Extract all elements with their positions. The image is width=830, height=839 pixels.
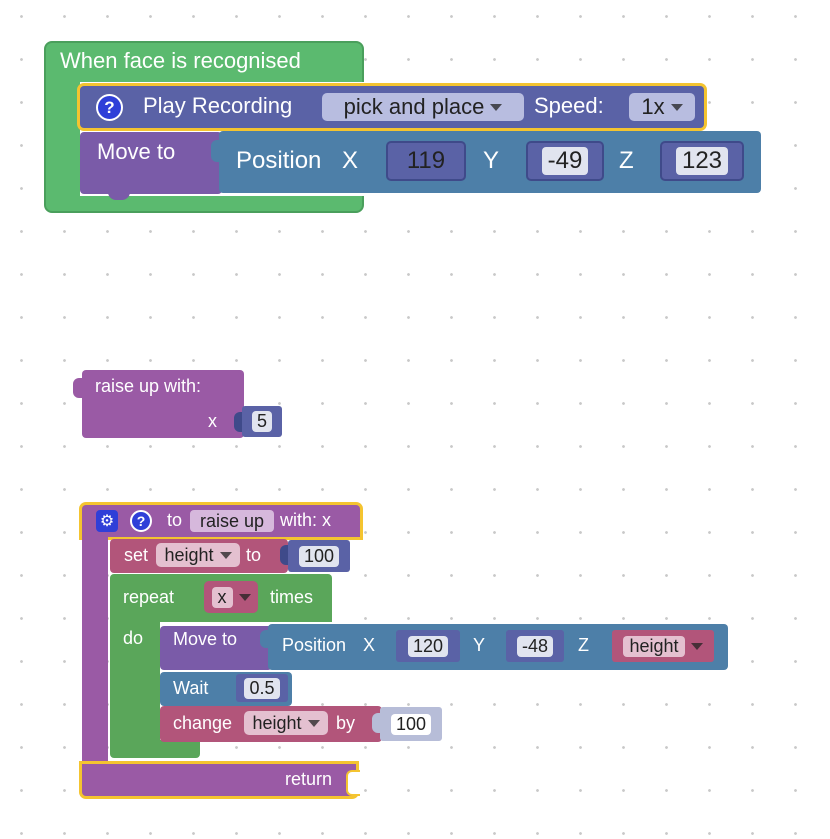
set-value-connector: [280, 545, 290, 565]
z-label: Z: [619, 147, 634, 174]
help-icon[interactable]: ?: [96, 94, 123, 121]
times-label: times: [270, 587, 314, 607]
raise-up-call-label: raise up with:: [95, 376, 202, 396]
do-label: do: [123, 628, 144, 648]
inner-x-value: 120: [407, 635, 449, 657]
function-name-input[interactable]: raise up: [190, 510, 274, 532]
set-value: 100: [298, 545, 340, 567]
inner-z-value: height: [623, 635, 685, 657]
arg-connector: [234, 412, 244, 432]
position-label: Position: [236, 147, 322, 174]
repeat-var-value: x: [211, 586, 233, 608]
x-label: X: [342, 147, 359, 174]
to-label: to: [167, 510, 183, 530]
y-input[interactable]: -49: [526, 141, 604, 181]
inner-y-input[interactable]: -48: [506, 630, 564, 662]
wait-label: Wait: [173, 678, 209, 698]
inner-position-label: Position: [282, 635, 347, 655]
speed-dropdown[interactable]: 1x: [629, 93, 695, 121]
change-value-input[interactable]: 100: [380, 707, 442, 741]
change-variable-dropdown[interactable]: height: [244, 711, 328, 735]
by-label: by: [336, 713, 356, 733]
inner-x-input[interactable]: 120: [396, 630, 460, 662]
inner-z-label: Z: [578, 635, 589, 655]
with-label: with: x: [280, 510, 332, 530]
raise-up-arg-input[interactable]: 5: [242, 406, 282, 437]
x-input[interactable]: 119: [386, 141, 466, 181]
raise-up-arg-label: x: [208, 411, 217, 431]
help-icon[interactable]: ?: [130, 510, 152, 532]
wait-input[interactable]: 0.5: [236, 674, 288, 702]
gear-icon[interactable]: ⚙: [96, 510, 118, 532]
change-label: change: [173, 713, 233, 733]
wait-value: 0.5: [244, 677, 280, 699]
move-to-label: Move to: [97, 139, 176, 164]
position-connector: [211, 140, 221, 162]
z-input[interactable]: 123: [660, 141, 744, 181]
play-recording-label: Play Recording: [143, 93, 293, 118]
y-label: Y: [483, 147, 500, 174]
return-connector: [346, 770, 360, 796]
inner-x-label: X: [363, 635, 376, 655]
function-def-spine: [82, 535, 108, 765]
event-title: When face is recognised: [60, 48, 301, 73]
speed-label: Speed:: [534, 93, 604, 118]
recording-dropdown[interactable]: pick and place: [322, 93, 524, 121]
repeat-variable-dropdown[interactable]: x: [204, 581, 258, 613]
move-to-block[interactable]: [80, 132, 222, 194]
inner-move-to-block[interactable]: [160, 626, 272, 670]
set-variable-dropdown[interactable]: height: [156, 543, 240, 567]
move-to-connector: [108, 192, 130, 200]
raise-up-call-body[interactable]: [82, 370, 244, 438]
raise-up-arg-value: 5: [251, 411, 272, 432]
inner-y-label: Y: [473, 635, 486, 655]
set-label: set: [124, 545, 149, 565]
z-value: 123: [675, 147, 729, 175]
repeat-spine: [110, 620, 160, 742]
raise-up-call-connector: [73, 378, 83, 398]
inner-move-to-label: Move to: [173, 629, 238, 649]
return-label: return: [285, 769, 333, 789]
repeat-footer: [110, 740, 200, 758]
inner-y-value: -48: [516, 635, 553, 657]
repeat-label: repeat: [123, 587, 175, 607]
change-value-connector: [372, 713, 382, 733]
y-value: -49: [541, 147, 589, 175]
inner-z-dropdown[interactable]: height: [612, 630, 714, 662]
set-value-input[interactable]: 100: [288, 540, 350, 572]
inner-position-connector: [260, 630, 270, 648]
function-def-footer[interactable]: [82, 764, 356, 796]
change-value: 100: [390, 713, 432, 735]
set-to-label: to: [246, 545, 262, 565]
